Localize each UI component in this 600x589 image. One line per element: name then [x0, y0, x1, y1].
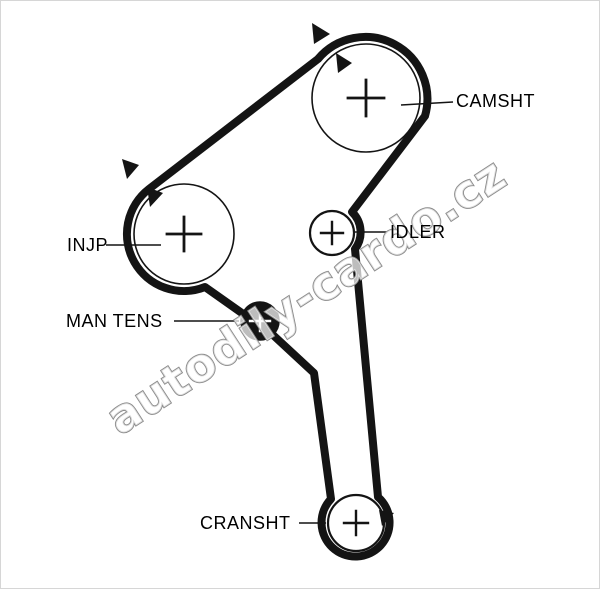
label-injection-pump: INJP — [67, 235, 109, 255]
injection-pump-cross-mark — [165, 215, 203, 253]
camshaft-label-line — [400, 101, 454, 106]
camshaft-outer-alignment-mark — [312, 23, 330, 44]
crankshaft-alignment-mark — [379, 510, 394, 526]
tensioner-alignment-mark — [256, 302, 271, 317]
label-camshaft: CAMSHT — [456, 91, 535, 111]
label-manual-tensioner: MAN TENS — [66, 311, 163, 331]
label-crankshaft: CRANSHT — [200, 513, 291, 533]
camshaft-cross-mark — [346, 78, 386, 118]
label-idler: IDLER — [390, 222, 446, 242]
camshaft-inner-alignment-mark — [336, 53, 352, 73]
timing-belt — [122, 33, 432, 561]
injection-pump-inner-alignment-mark — [147, 187, 163, 207]
injection-pump-outer-alignment-mark — [122, 159, 139, 179]
crankshaft-cross-mark — [342, 509, 370, 537]
idler-cross-mark — [319, 220, 345, 246]
